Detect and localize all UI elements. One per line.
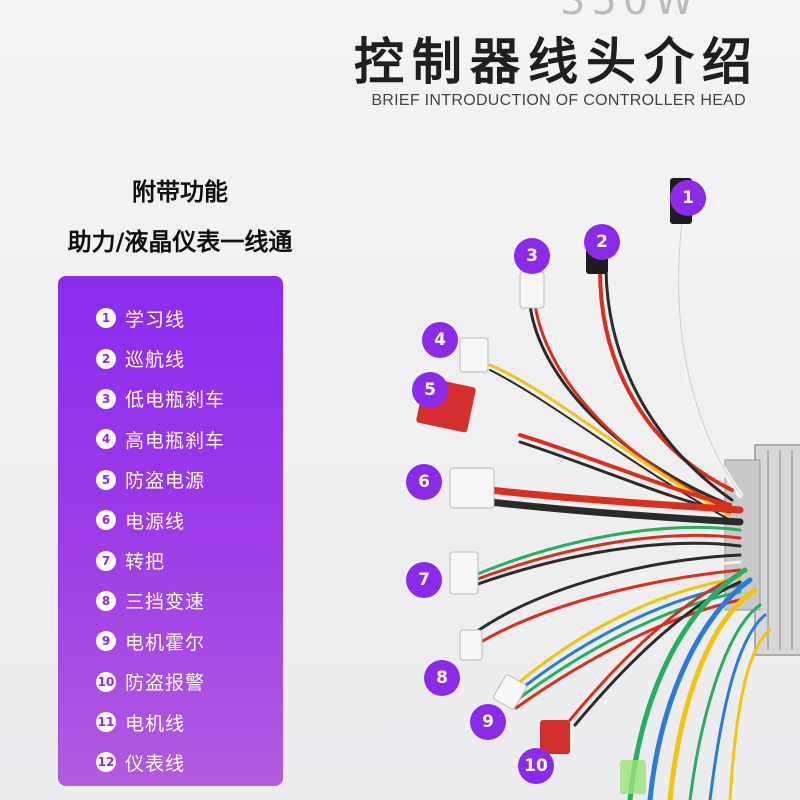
legend-number: 10 bbox=[96, 671, 116, 692]
controller-wiring-illustration bbox=[416, 178, 800, 800]
legend-label: 防盗电源 bbox=[125, 470, 206, 493]
legend-label: 转把 bbox=[125, 551, 166, 574]
page-subtitle: BRIEF INTRODUCTION OF CONTROLLER HEAD bbox=[371, 92, 746, 109]
legend-label: 低电瓶刹车 bbox=[125, 389, 226, 412]
legend-number: 12 bbox=[96, 752, 116, 773]
legend-label: 高电瓶刹车 bbox=[125, 429, 226, 452]
connector-badge-10: 10 bbox=[518, 748, 554, 784]
legend-item: 9 电机霍尔 bbox=[96, 621, 283, 661]
legend-number: 11 bbox=[96, 712, 116, 733]
legend-number: 8 bbox=[96, 590, 116, 611]
legend-number: 1 bbox=[96, 308, 116, 329]
legend-item: 3 低电瓶刹车 bbox=[96, 379, 283, 419]
legend-item: 4 高电瓶刹车 bbox=[96, 419, 283, 459]
connector-badge-6: 6 bbox=[406, 464, 442, 500]
connector-badge-4: 4 bbox=[422, 322, 458, 358]
page-title: 控制器线头介绍 bbox=[354, 33, 760, 91]
legend-number: 7 bbox=[96, 550, 116, 571]
legend-number: 4 bbox=[96, 429, 116, 450]
legend-label: 巡航线 bbox=[125, 349, 186, 372]
legend-label: 三挡变速 bbox=[125, 591, 206, 614]
legend-number: 2 bbox=[96, 348, 116, 369]
legend-number: 5 bbox=[96, 469, 116, 490]
legend-item: 7 转把 bbox=[96, 540, 283, 580]
legend-label: 电源线 bbox=[125, 510, 186, 533]
legend-item: 6 电源线 bbox=[96, 500, 283, 540]
legend-label: 电机霍尔 bbox=[125, 631, 206, 654]
legend-label: 电机线 bbox=[125, 712, 186, 735]
wire-legend-panel: 1 学习线 2 巡航线 3 低电瓶刹车 4 高电瓶刹车 5 防盗电源 6 电源线 7 转把 8… bbox=[58, 276, 283, 786]
legend-item: 8 三挡变速 bbox=[96, 581, 283, 621]
legend-number: 6 bbox=[96, 510, 116, 531]
legend-number: 3 bbox=[96, 388, 116, 409]
legend-item: 12 仪表线 bbox=[96, 742, 283, 782]
wire-bundle bbox=[463, 217, 772, 800]
connector-badge-8: 8 bbox=[424, 660, 460, 696]
legend-item: 10 防盗报警 bbox=[96, 662, 283, 702]
connector-badge-7: 7 bbox=[406, 562, 442, 598]
legend-item: 5 防盗电源 bbox=[96, 460, 283, 500]
legend-item: 1 学习线 bbox=[96, 298, 283, 338]
feature-heading: 附带功能 bbox=[132, 178, 228, 206]
legend-label: 仪表线 bbox=[125, 752, 186, 775]
legend-item: 2 巡航线 bbox=[96, 338, 283, 378]
legend-number: 9 bbox=[96, 631, 116, 652]
connectors bbox=[416, 178, 692, 794]
connector-badge-9: 9 bbox=[470, 704, 506, 740]
legend-item: 11 电机线 bbox=[96, 702, 283, 742]
connector-badge-2: 2 bbox=[584, 224, 620, 260]
feature-text: 助力/液晶仪表一线通 bbox=[67, 228, 293, 256]
connector-badge-1: 1 bbox=[670, 180, 706, 216]
connector-badge-5: 5 bbox=[412, 372, 448, 408]
model-text-cut: 350W bbox=[560, 0, 700, 24]
connector-badge-3: 3 bbox=[514, 238, 550, 274]
controller-box bbox=[724, 444, 800, 656]
legend-label: 学习线 bbox=[125, 308, 186, 331]
legend-label: 防盗报警 bbox=[125, 672, 206, 695]
